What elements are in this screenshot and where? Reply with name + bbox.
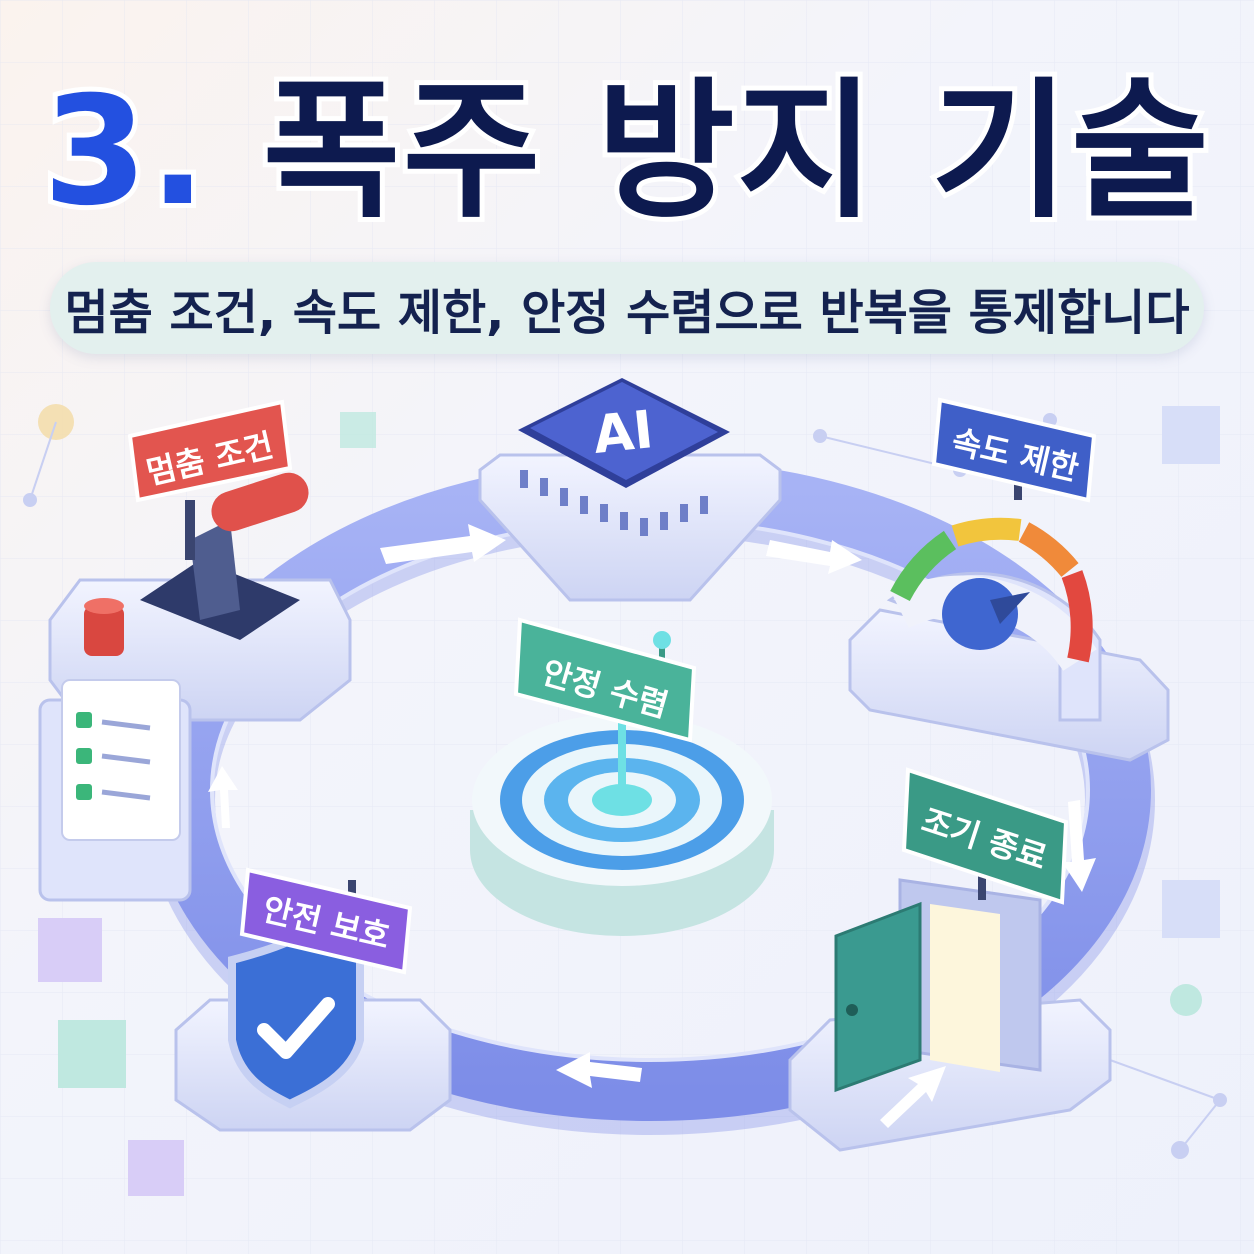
stop-condition-node: 멈춤 조건 — [38, 399, 352, 902]
gauge-green — [890, 530, 957, 602]
rate-limit-sign — [931, 397, 1097, 503]
checkmark-icon — [257, 997, 335, 1059]
page-title: 3. 폭주 방지 기술 — [0, 60, 1254, 244]
check-icon — [76, 748, 92, 764]
rate-limit-node: 속도 제한 — [848, 397, 1170, 762]
ai-chip-node: AI — [478, 378, 782, 602]
title-text: 폭주 방지 기술 — [258, 60, 1214, 244]
arrow-up-right-icon — [880, 1066, 946, 1128]
gauge-red — [1061, 570, 1093, 663]
ai-chip-label: AI — [590, 400, 656, 466]
arrow-up-icon — [208, 766, 238, 828]
safety-protection-node: 안전 보호 — [174, 867, 452, 1132]
arrow-right-icon — [766, 540, 862, 574]
arrow-left-icon — [556, 1052, 642, 1088]
gauge-orange — [1018, 522, 1079, 578]
title-number: 3. — [38, 60, 211, 244]
check-icon — [76, 712, 92, 728]
arrow-down-icon — [1062, 800, 1096, 892]
safety-protection-sign — [239, 867, 413, 975]
gauge-knob-icon — [942, 578, 1018, 650]
arrow-right-icon — [380, 524, 506, 564]
stop-button-icon — [84, 606, 124, 656]
door-light — [930, 904, 1000, 1072]
check-icon — [76, 784, 92, 800]
open-door-icon — [834, 901, 922, 1093]
early-termination-sign — [901, 767, 1069, 905]
subtitle-banner: 멈춤 조건, 속도 제한, 안정 수렴으로 반복을 통제합니다 — [50, 262, 1204, 354]
lever-handle-icon — [211, 472, 309, 532]
gauge-yellow — [951, 517, 1022, 547]
flow-arrows — [208, 524, 1096, 1088]
stable-convergence-node: 안정 수렴 — [470, 617, 774, 936]
stop-condition-sign — [127, 399, 293, 503]
stable-convergence-sign — [513, 617, 697, 743]
early-termination-node: 조기 종료 — [788, 767, 1112, 1152]
